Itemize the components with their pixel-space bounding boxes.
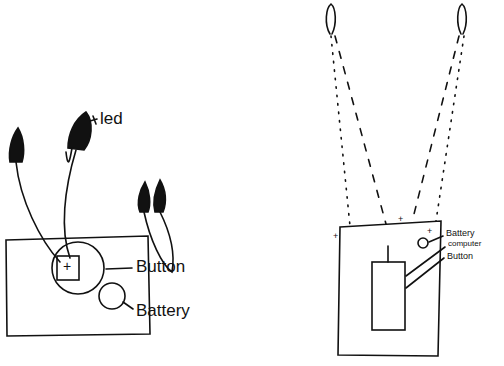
- button-square: [57, 256, 79, 280]
- leader-line: [429, 236, 443, 242]
- part-label: +: [63, 259, 71, 274]
- dotted-string: [331, 36, 350, 226]
- battery-circle: [99, 283, 125, 309]
- dashed-string: [335, 36, 386, 224]
- hanging-loop: [458, 4, 467, 34]
- led-body: [68, 112, 91, 150]
- led-body: [138, 182, 149, 212]
- computer-lead: [387, 246, 389, 262]
- leader-line: [406, 258, 444, 288]
- button-circle: [52, 242, 104, 294]
- led-wire: [64, 150, 76, 258]
- leader-line: [106, 268, 132, 269]
- card-outline: [6, 236, 150, 336]
- part-label: Battery: [136, 302, 190, 321]
- part-label: Button: [136, 258, 185, 277]
- led-body: [154, 180, 165, 212]
- dashed-string: [412, 36, 459, 222]
- battery-circle: [418, 238, 428, 248]
- part-label: Battery: [446, 229, 475, 239]
- part-label: led: [100, 110, 123, 129]
- leader-arrow: [90, 116, 97, 124]
- computer-rect: [372, 262, 405, 330]
- led-base: [66, 148, 72, 162]
- card-outline: [338, 221, 441, 356]
- leader-line: [123, 302, 133, 309]
- part-label: +: [398, 215, 403, 225]
- part-label: Button: [447, 252, 473, 262]
- part-label: +: [427, 227, 432, 237]
- dotted-string: [436, 36, 464, 221]
- part-label: computer: [448, 240, 481, 249]
- led-body: [9, 128, 23, 162]
- led-wire: [16, 162, 60, 262]
- hanging-loop: [326, 4, 335, 34]
- part-label: +: [333, 232, 338, 242]
